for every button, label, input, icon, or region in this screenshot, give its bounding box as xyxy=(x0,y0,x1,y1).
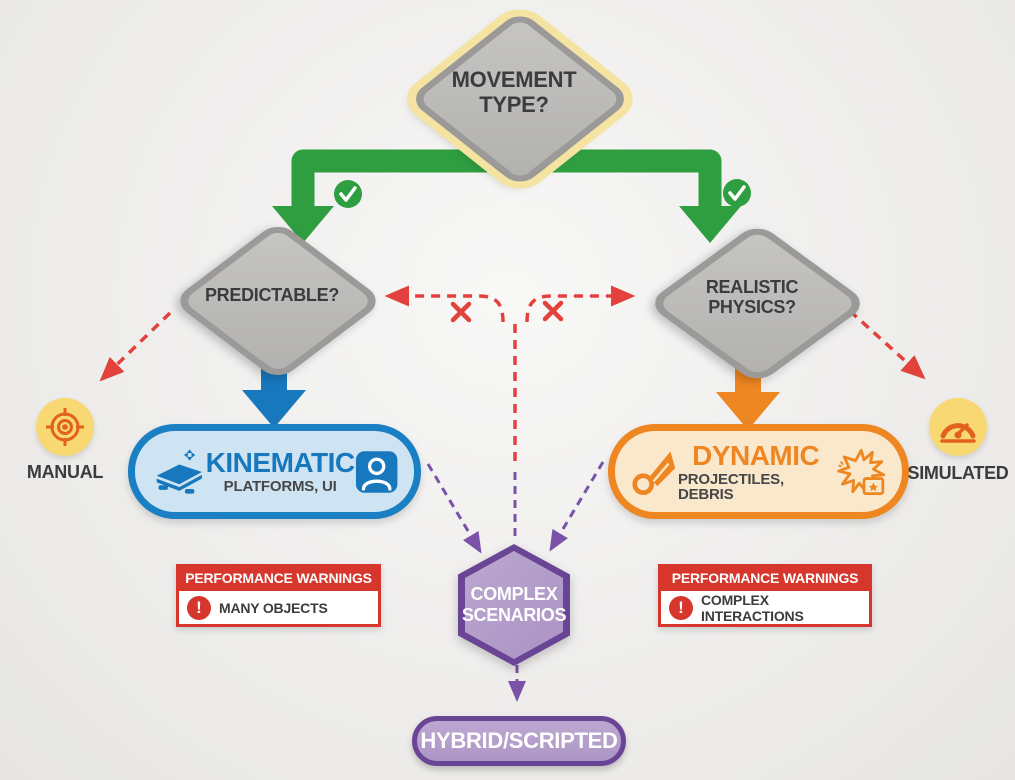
simulated-badge xyxy=(929,398,987,456)
dynamic-subtitle: PROJECTILES, DEBRIS xyxy=(677,470,784,503)
gauge-icon xyxy=(940,423,976,443)
node-kinematic: KINEMATIC PLATFORMS, UI xyxy=(128,424,421,519)
node-movement-type-label: MOVEMENT TYPE? xyxy=(451,67,577,117)
complex-connectors xyxy=(426,461,605,702)
explosion-icon xyxy=(837,448,886,495)
projectile-icon xyxy=(632,450,676,495)
warning-item: COMPLEX INTERACTIONS xyxy=(701,591,804,624)
kinematic-title: KINEMATIC xyxy=(205,447,355,478)
manual-badge xyxy=(36,398,94,456)
node-complex-scenarios: COMPLEX SCENARIOS xyxy=(458,544,570,666)
node-predictable: PREDICTABLE? xyxy=(171,220,385,382)
warning-panel-kinematic: PERFORMANCE WARNINGS ! MANY OBJECTS xyxy=(176,564,381,627)
dynamic-title: DYNAMIC xyxy=(692,439,820,471)
warning-header: PERFORMANCE WARNINGS xyxy=(658,564,872,591)
simulated-label: SIMULATED xyxy=(907,463,1009,483)
node-realistic-physics: REALISTIC PHYSICS? xyxy=(646,222,869,385)
manual-label: MANUAL xyxy=(26,462,104,482)
warning-panel-dynamic: PERFORMANCE WARNINGS ! COMPLEX INTERACTI… xyxy=(658,564,872,627)
exclamation-icon: ! xyxy=(669,595,693,620)
node-predictable-label: PREDICTABLE? xyxy=(204,284,340,305)
dynamic-titles: DYNAMIC PROJECTILES, DEBRIS xyxy=(677,439,833,503)
check-icon xyxy=(723,179,751,207)
kinematic-subtitle: PLATFORMS, UI xyxy=(223,478,337,495)
x-icon xyxy=(542,300,564,322)
no-connectors xyxy=(99,285,926,468)
warning-body: ! MANY OBJECTS xyxy=(176,591,381,627)
warning-item: MANY OBJECTS xyxy=(219,599,328,616)
check-icon xyxy=(334,180,362,208)
exclamation-icon: ! xyxy=(187,595,211,620)
target-icon xyxy=(46,408,84,446)
person-icon xyxy=(355,450,398,493)
kinematic-titles: KINEMATIC PLATFORMS, UI xyxy=(205,447,355,495)
node-dynamic: DYNAMIC PROJECTILES, DEBRIS xyxy=(608,424,909,519)
warning-body: ! COMPLEX INTERACTIONS xyxy=(658,591,872,627)
node-hybrid-scripted: HYBRID/SCRIPTED xyxy=(412,716,626,766)
platform-icon xyxy=(156,448,202,494)
x-icon xyxy=(450,301,472,323)
node-movement-type: MOVEMENT TYPE? xyxy=(407,9,633,189)
complex-scenarios-label: COMPLEX SCENARIOS xyxy=(461,584,567,625)
hybrid-scripted-label: HYBRID/SCRIPTED xyxy=(420,728,618,753)
node-realistic-physics-label: REALISTIC PHYSICS? xyxy=(705,276,799,317)
warning-header: PERFORMANCE WARNINGS xyxy=(176,564,381,591)
